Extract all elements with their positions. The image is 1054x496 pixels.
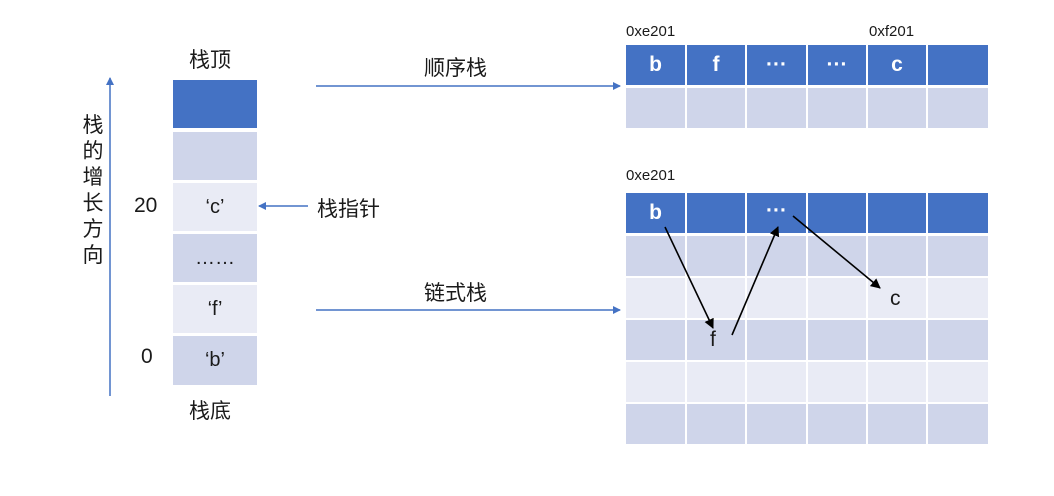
- linked-empty-cell: [928, 236, 988, 276]
- linked-empty-cell: [808, 320, 866, 360]
- growth-char: 长: [82, 191, 104, 215]
- seq-empty-cell: [747, 88, 806, 128]
- sequential-stack-label: 顺序栈: [424, 56, 487, 80]
- growth-char: 栈: [82, 113, 104, 137]
- stack-cell-ellipsis: ……: [173, 234, 257, 282]
- linked-empty-cell: [808, 362, 866, 402]
- linked-empty-cell: [808, 404, 866, 444]
- linked-empty-cell: [626, 362, 685, 402]
- linked-stack-label: 链式栈: [424, 281, 487, 305]
- linked-empty-cell: [747, 362, 806, 402]
- linked-empty-cell: [687, 404, 745, 444]
- stack-bottom-label: 栈底: [189, 399, 231, 423]
- seq-empty-cell: [928, 88, 988, 128]
- linked-empty-cell: [868, 362, 926, 402]
- growth-char: 向: [82, 243, 104, 267]
- stack-pointer-label: 栈指针: [317, 197, 380, 221]
- linked-empty-cell: [868, 404, 926, 444]
- growth-char: 方: [82, 217, 104, 241]
- linked-empty-cell: [928, 278, 988, 318]
- linked-empty-cell: [868, 320, 926, 360]
- seq-cell: [928, 45, 988, 85]
- stack-cell-b: ‘b’: [173, 336, 257, 385]
- growth-char: 增: [82, 165, 104, 189]
- linked-empty-cell: [928, 362, 988, 402]
- growth-char: 的: [82, 139, 104, 163]
- linked-empty-cell: [928, 404, 988, 444]
- sequential-end-address: 0xf201: [869, 23, 915, 40]
- sequential-start-address: 0xe201: [626, 23, 676, 40]
- seq-empty-cell: [868, 88, 926, 128]
- linked-empty-cell: [928, 320, 988, 360]
- stack-cell-c: ‘c’: [173, 183, 257, 231]
- stack-cell-f: ‘f’: [173, 285, 257, 333]
- stack-index-top: 20: [134, 194, 158, 217]
- linked-node-c: c: [890, 287, 901, 310]
- seq-cell: ···: [808, 45, 866, 85]
- linked-cell: b: [626, 193, 685, 233]
- seq-cell: c: [868, 45, 926, 85]
- linked-cell: [928, 193, 988, 233]
- seq-empty-cell: [687, 88, 745, 128]
- seq-empty-cell: [808, 88, 866, 128]
- linked-empty-cell: [626, 404, 685, 444]
- linked-empty-cell: [687, 362, 745, 402]
- stack-top-label: 栈顶: [189, 48, 231, 72]
- seq-cell: b: [626, 45, 685, 85]
- linked-node-f: f: [710, 328, 716, 351]
- stack-cell-top: [173, 80, 257, 128]
- stack-cell: [173, 132, 257, 180]
- stack-index-bottom: 0: [141, 345, 153, 368]
- sequential-stack-grid: b f ··· ··· c: [626, 45, 988, 128]
- seq-cell: f: [687, 45, 745, 85]
- linked-cell: [687, 193, 745, 233]
- linked-empty-cell: [747, 404, 806, 444]
- linked-start-address: 0xe201: [626, 167, 676, 184]
- growth-direction-label: 栈 的 增 长 方 向: [80, 112, 106, 268]
- seq-empty-cell: [626, 88, 685, 128]
- seq-cell: ···: [747, 45, 806, 85]
